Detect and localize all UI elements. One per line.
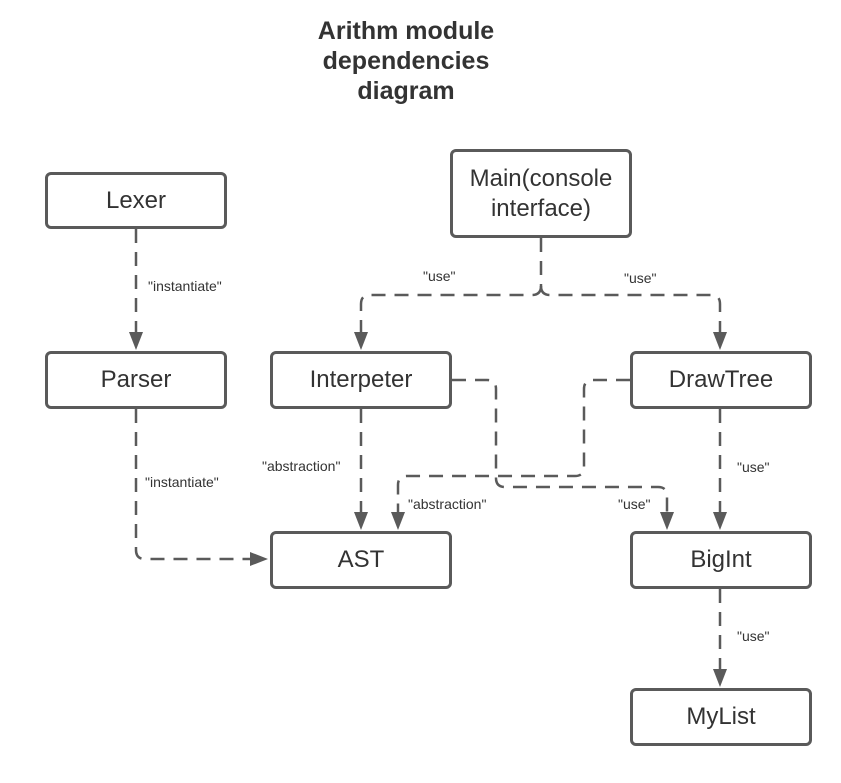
edge-interpeter-bigint	[452, 378, 669, 514]
node-ast-label: AST	[337, 546, 385, 573]
arrowhead-main-interpeter	[354, 332, 368, 350]
label-drawtree-bigint: "use"	[737, 459, 770, 475]
node-mylist: MyList	[630, 688, 812, 746]
title-line-2: dependencies	[322, 47, 490, 75]
title-line-1: Arithm module	[317, 17, 495, 45]
edge-parser-ast	[134, 409, 252, 561]
node-bigint: BigInt	[630, 531, 812, 589]
node-lexer-label: Lexer	[105, 186, 167, 214]
arrowhead-lexer-parser	[129, 332, 143, 350]
node-main: Main(console interface)	[450, 149, 632, 238]
node-interpeter-label: Interpeter	[309, 366, 413, 393]
edge-main-interpeter	[359, 285, 543, 334]
label-interpeter-ast: "abstraction"	[262, 458, 341, 474]
node-drawtree: DrawTree	[630, 351, 812, 409]
arrowhead-main-drawtree	[713, 332, 727, 350]
diagram-title: Arithm module dependencies diagram	[281, 16, 531, 106]
arrowhead-drawtree-bigint	[713, 512, 727, 530]
node-bigint-label: BigInt	[690, 546, 752, 573]
node-parser: Parser	[45, 351, 227, 409]
node-main-label: Main(console interface)	[469, 164, 613, 222]
arrowhead-drawtree-ast	[391, 512, 405, 530]
arrowhead-interpeter-bigint	[660, 512, 674, 530]
label-main-drawtree: "use"	[624, 270, 657, 286]
label-bigint-mylist: "use"	[737, 628, 770, 644]
label-main-interpeter: "use"	[423, 268, 456, 284]
title-line-3: diagram	[357, 77, 455, 105]
label-lexer-parser: "instantiate"	[148, 278, 222, 294]
node-drawtree-label: DrawTree	[668, 366, 774, 393]
node-mylist-label: MyList	[686, 703, 756, 730]
arrowhead-interpeter-ast	[354, 512, 368, 530]
node-interpeter: Interpeter	[270, 351, 452, 409]
node-lexer: Lexer	[45, 172, 227, 229]
edge-main-drawtree	[539, 285, 722, 334]
arrowhead-parser-ast	[250, 552, 268, 566]
label-parser-ast: "instantiate"	[145, 474, 219, 490]
label-interpeter-bigint: "use"	[618, 496, 651, 512]
node-ast: AST	[270, 531, 452, 589]
label-drawtree-ast: "abstraction"	[408, 496, 487, 512]
arrowhead-bigint-mylist	[713, 669, 727, 687]
node-parser-label: Parser	[100, 366, 172, 393]
